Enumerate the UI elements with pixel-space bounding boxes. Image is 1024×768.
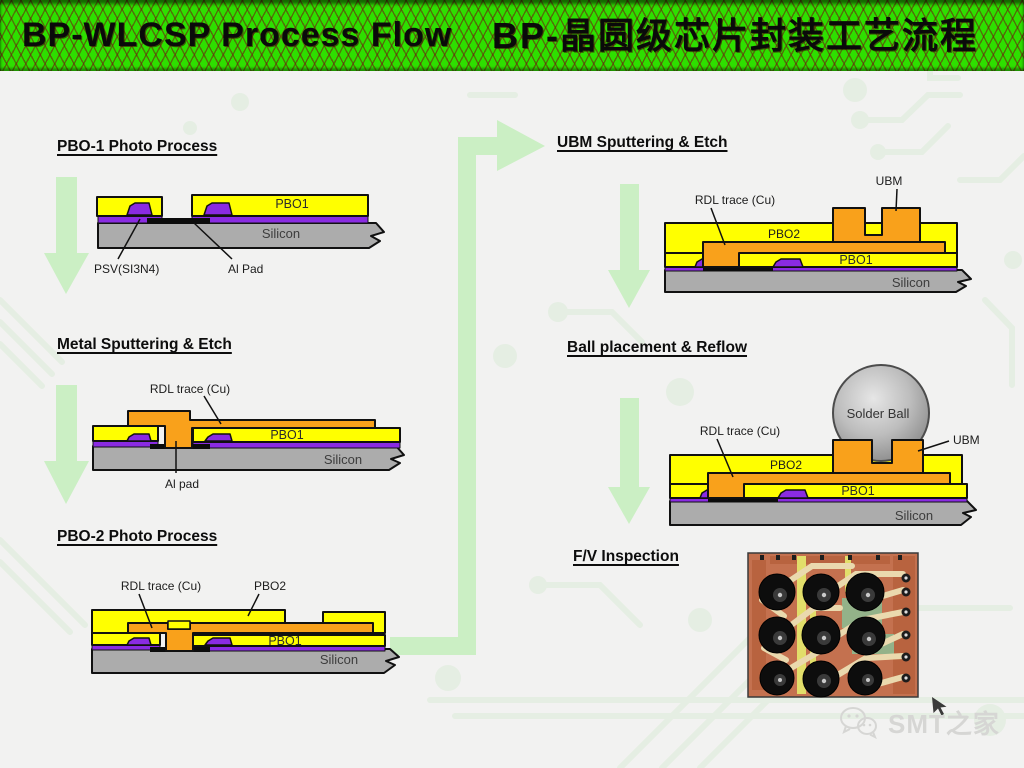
leader-lines	[710, 188, 898, 246]
al-pad	[703, 266, 773, 271]
down-arrow-left-2	[44, 385, 89, 504]
pbo2-layer	[322, 611, 386, 634]
mouse-cursor-icon	[932, 697, 947, 716]
psv-bump	[126, 637, 152, 646]
psv-bump	[203, 202, 233, 216]
label-silicon: Silicon	[895, 508, 933, 523]
label-silicon: Silicon	[262, 226, 300, 241]
label-ubm: UBM	[953, 433, 980, 447]
diagram-pbo1-photo: PBO1 Silicon PSV(SI3N4) Al Pad	[94, 194, 385, 276]
watermark-text: SMT之家	[888, 708, 1000, 739]
diagram-ball-reflow: RDL trace (Cu) UBM Solder Ball PBO2 PBO1…	[669, 364, 980, 526]
title-banner: BP-WLCSP Process Flow BP-晶圆级芯片封装工艺流程	[0, 0, 1024, 71]
label-pbo1: PBO1	[841, 484, 874, 498]
label-rdl: RDL trace (Cu)	[695, 193, 775, 207]
elbow-connector-arrow	[390, 120, 545, 655]
diagram-ubm-sputter: RDL trace (Cu) UBM PBO2 PBO1 Silicon	[664, 174, 972, 293]
label-rdl: RDL trace (Cu)	[121, 579, 201, 593]
diagram-metal-sputter: RDL trace (Cu) PBO1 Silicon Al pad	[92, 382, 405, 491]
label-silicon: Silicon	[320, 652, 358, 667]
solder-ball-array	[758, 572, 886, 698]
leader-lines	[117, 218, 233, 260]
label-al-pad: Al Pad	[228, 262, 263, 276]
label-solder-ball: Solder Ball	[847, 406, 910, 421]
psv-bump	[777, 489, 809, 499]
al-pad	[147, 218, 210, 224]
psv-bump	[126, 433, 152, 442]
psv-bump	[204, 637, 233, 646]
rdl-trace	[127, 410, 376, 449]
heading-pbo2-photo: PBO-2 Photo Process	[57, 528, 218, 545]
label-pbo1: PBO1	[268, 634, 301, 648]
silicon-layer	[669, 500, 977, 526]
label-pbo2: PBO2	[768, 227, 800, 241]
silicon-layer	[664, 269, 972, 293]
label-pbo1: PBO1	[839, 253, 872, 267]
photo-edge-ticks	[760, 555, 902, 560]
label-silicon: Silicon	[324, 452, 362, 467]
watermark: SMT之家	[838, 700, 1024, 744]
label-ubm: UBM	[876, 174, 903, 188]
psv-bump	[772, 258, 804, 268]
fv-inspection-photo	[747, 552, 919, 698]
label-pbo1: PBO1	[275, 197, 308, 211]
ubm-shape	[832, 439, 924, 474]
down-arrow-right-1	[608, 184, 650, 308]
al-pad	[708, 497, 778, 502]
pbo2-notch-fill	[167, 620, 191, 630]
heading-ubm-sputter: UBM Sputtering & Etch	[557, 134, 728, 151]
heading-ball-reflow: Ball placement & Reflow	[567, 339, 748, 356]
solder-ball	[832, 364, 930, 462]
label-psv: PSV(SI3N4)	[94, 262, 159, 276]
label-pbo1: PBO1	[270, 428, 303, 442]
down-arrow-right-2	[608, 398, 650, 524]
silicon-layer	[91, 648, 400, 674]
ubm-shape	[832, 207, 921, 243]
banner-title-chinese: BP-晶圆级芯片封装工艺流程	[492, 15, 978, 56]
heading-pbo1-photo: PBO-1 Photo Process	[57, 138, 218, 155]
label-rdl: RDL trace (Cu)	[150, 382, 230, 396]
label-al-pad: Al pad	[165, 477, 199, 491]
leader-lines	[138, 593, 260, 629]
label-pbo2: PBO2	[770, 458, 802, 472]
leader-lines	[716, 438, 950, 478]
label-pbo2: PBO2	[254, 579, 286, 593]
banner-title-english: BP-WLCSP Process Flow	[22, 16, 453, 54]
down-arrow-left-1	[44, 177, 89, 294]
silicon-layer	[97, 222, 385, 249]
pbo1-layer	[191, 194, 369, 217]
label-rdl: RDL trace (Cu)	[700, 424, 780, 438]
psv-bump	[204, 433, 233, 442]
edge-pad-column	[901, 573, 911, 683]
heading-metal-sputter: Metal Sputtering & Etch	[57, 336, 232, 353]
heading-fv-inspection: F/V Inspection	[573, 548, 679, 565]
wechat-icon	[840, 707, 877, 740]
psv-bump	[126, 202, 153, 216]
label-silicon: Silicon	[892, 275, 930, 290]
leader-lines	[175, 395, 222, 473]
diagram-pbo2-photo: RDL trace (Cu) PBO2 PBO1 Silicon	[91, 579, 400, 674]
